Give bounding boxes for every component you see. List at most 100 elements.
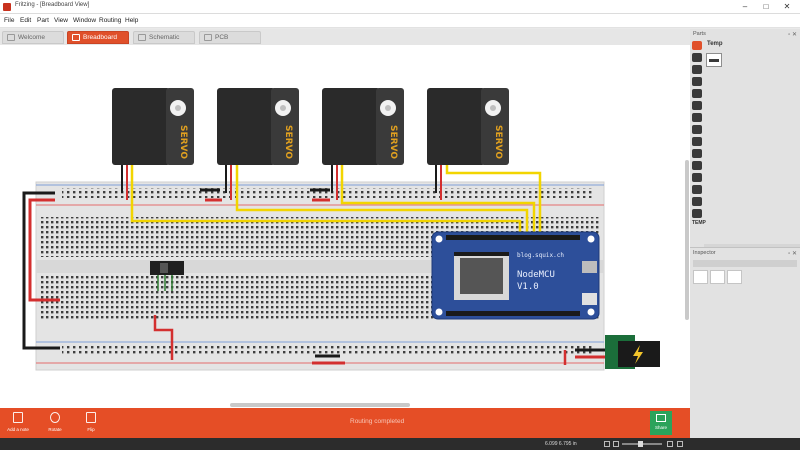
breadboard-drawing[interactable]: SERVO SERVO SERVO SERVO <box>0 45 690 408</box>
vertical-scrollbar[interactable] <box>685 160 689 320</box>
inspector-header <box>693 260 797 267</box>
menu-file[interactable]: File <box>4 17 15 24</box>
search-icon[interactable] <box>692 41 702 50</box>
microcontroller-bin-icon[interactable] <box>692 137 702 146</box>
share-label: Share <box>654 425 667 430</box>
tool-label: Add a note <box>7 427 29 432</box>
part-thumbnail <box>709 59 719 62</box>
servo-label: SERVO <box>388 125 398 159</box>
servo-2[interactable]: SERVO <box>217 88 299 165</box>
sparkfun-bin-icon[interactable] <box>692 101 702 110</box>
minimize-button[interactable]: – <box>742 2 748 11</box>
fritzing-app-icon <box>3 3 11 11</box>
servo-label: SERVO <box>493 125 503 159</box>
routing-status: Routing completed <box>350 418 405 425</box>
zoom-out-icon[interactable] <box>604 441 610 447</box>
temp-bin-label: TEMP <box>692 220 706 226</box>
zoom-slider[interactable] <box>622 441 662 447</box>
flip-icon <box>86 412 96 423</box>
intel-bin-icon[interactable] <box>692 161 702 170</box>
inspector-title: Inspector <box>693 250 716 256</box>
flip-button[interactable]: Flip <box>76 411 106 437</box>
menu-edit[interactable]: Edit <box>20 17 32 24</box>
servo-1[interactable]: SERVO <box>112 88 194 165</box>
arduino-bin-icon[interactable] <box>692 77 702 86</box>
breadboard-icon <box>72 34 80 41</box>
bottom-toolbar: Add a note Rotate Flip Routing completed… <box>0 408 690 438</box>
tab-label: PCB <box>215 34 229 41</box>
inspector-preview-schematic <box>710 270 725 284</box>
window-title: Fritzing - [Breadboard View] <box>15 2 90 8</box>
note-icon <box>13 412 23 423</box>
menu-part[interactable]: Part <box>37 17 49 24</box>
slide-switch[interactable] <box>150 261 184 291</box>
menu-routing[interactable]: Routing <box>99 17 122 24</box>
actual-size-icon[interactable] <box>677 441 683 447</box>
parts-bin-list <box>690 39 704 251</box>
cursor-coordinates: 6.099 6.795 in <box>545 441 577 447</box>
title-bar: Fritzing - [Breadboard View] – □ ✕ <box>0 0 800 14</box>
zoom-slider-knob[interactable] <box>638 441 643 447</box>
snootlab-bin-icon[interactable] <box>692 125 702 134</box>
rotate-icon <box>50 412 60 423</box>
bin-title: Temp <box>707 41 723 47</box>
tab-pcb[interactable]: PCB <box>199 31 261 44</box>
tab-welcome[interactable]: Welcome <box>2 31 64 44</box>
rotate-button[interactable]: Rotate <box>40 411 70 437</box>
tab-schematic[interactable]: Schematic <box>133 31 195 44</box>
mine-bin-icon[interactable] <box>692 65 702 74</box>
share-button[interactable]: Share <box>650 411 672 435</box>
seeed-bin-icon[interactable] <box>692 89 702 98</box>
pcb-icon <box>204 34 212 41</box>
adafruit-bin-icon[interactable] <box>692 113 702 122</box>
panel-controls[interactable]: ▫ ✕ <box>788 32 797 38</box>
home-icon <box>7 34 15 41</box>
menu-help[interactable]: Help <box>125 17 139 24</box>
tool-label: Flip <box>87 427 95 432</box>
servo-4[interactable]: SERVO <box>427 88 509 165</box>
close-button[interactable]: ✕ <box>783 2 791 11</box>
inspector-panel: Inspector ▫ ✕ <box>690 247 800 438</box>
nodemcu-board[interactable]: blog.squix.ch NodeMCU V1.0 <box>431 231 600 320</box>
share-icon <box>656 414 666 422</box>
panel-controls[interactable]: ▫ ✕ <box>788 251 797 257</box>
nodemcu-url: blog.squix.ch <box>517 252 564 259</box>
nodemcu-name: NodeMCU <box>517 270 555 280</box>
servo-label: SERVO <box>178 125 188 159</box>
servo-3[interactable]: SERVO <box>322 88 404 165</box>
inspector-preview-breadboard <box>693 270 708 284</box>
maximize-button[interactable]: □ <box>763 2 769 11</box>
add-note-button[interactable]: Add a note <box>3 411 33 437</box>
signal-wires[interactable] <box>130 165 542 235</box>
temp-bin-icon[interactable] <box>692 209 702 218</box>
dc-power-jack[interactable] <box>605 335 660 369</box>
tab-breadboard[interactable]: Breadboard <box>67 31 129 44</box>
servo-label: SERVO <box>283 125 293 159</box>
menu-bar: File Edit Part View Window Routing Help <box>0 14 800 28</box>
tool-label: Rotate <box>48 427 62 432</box>
power-wires[interactable] <box>22 191 610 365</box>
core-bin-icon[interactable] <box>692 53 702 62</box>
parts-panel-title: Parts <box>693 31 706 37</box>
servo-leads <box>121 165 442 202</box>
nodemcu-version: V1.0 <box>517 282 539 292</box>
status-bar: 6.099 6.795 in <box>0 438 800 450</box>
tab-label: Welcome <box>18 34 45 41</box>
eye-bin-icon[interactable] <box>692 197 702 206</box>
lilypad-bin-icon[interactable] <box>692 149 702 158</box>
menu-view[interactable]: View <box>54 17 68 24</box>
schematic-icon <box>138 34 146 41</box>
breakout-bin-icon[interactable] <box>692 185 702 194</box>
fit-window-icon[interactable] <box>613 441 619 447</box>
horizontal-scrollbar[interactable] <box>230 403 410 407</box>
contrib-bin-icon[interactable] <box>692 173 702 182</box>
inspector-preview-pcb <box>727 270 742 284</box>
tab-label: Schematic <box>149 34 180 41</box>
breadboard-canvas[interactable]: SERVO SERVO SERVO SERVO <box>0 45 690 408</box>
menu-window[interactable]: Window <box>73 17 97 24</box>
view-tab-bar: Welcome Breadboard Schematic PCB <box>0 29 690 45</box>
zoom-in-icon[interactable] <box>667 441 673 447</box>
temp-bin-part[interactable] <box>706 53 722 67</box>
tab-label: Breadboard <box>83 34 117 41</box>
